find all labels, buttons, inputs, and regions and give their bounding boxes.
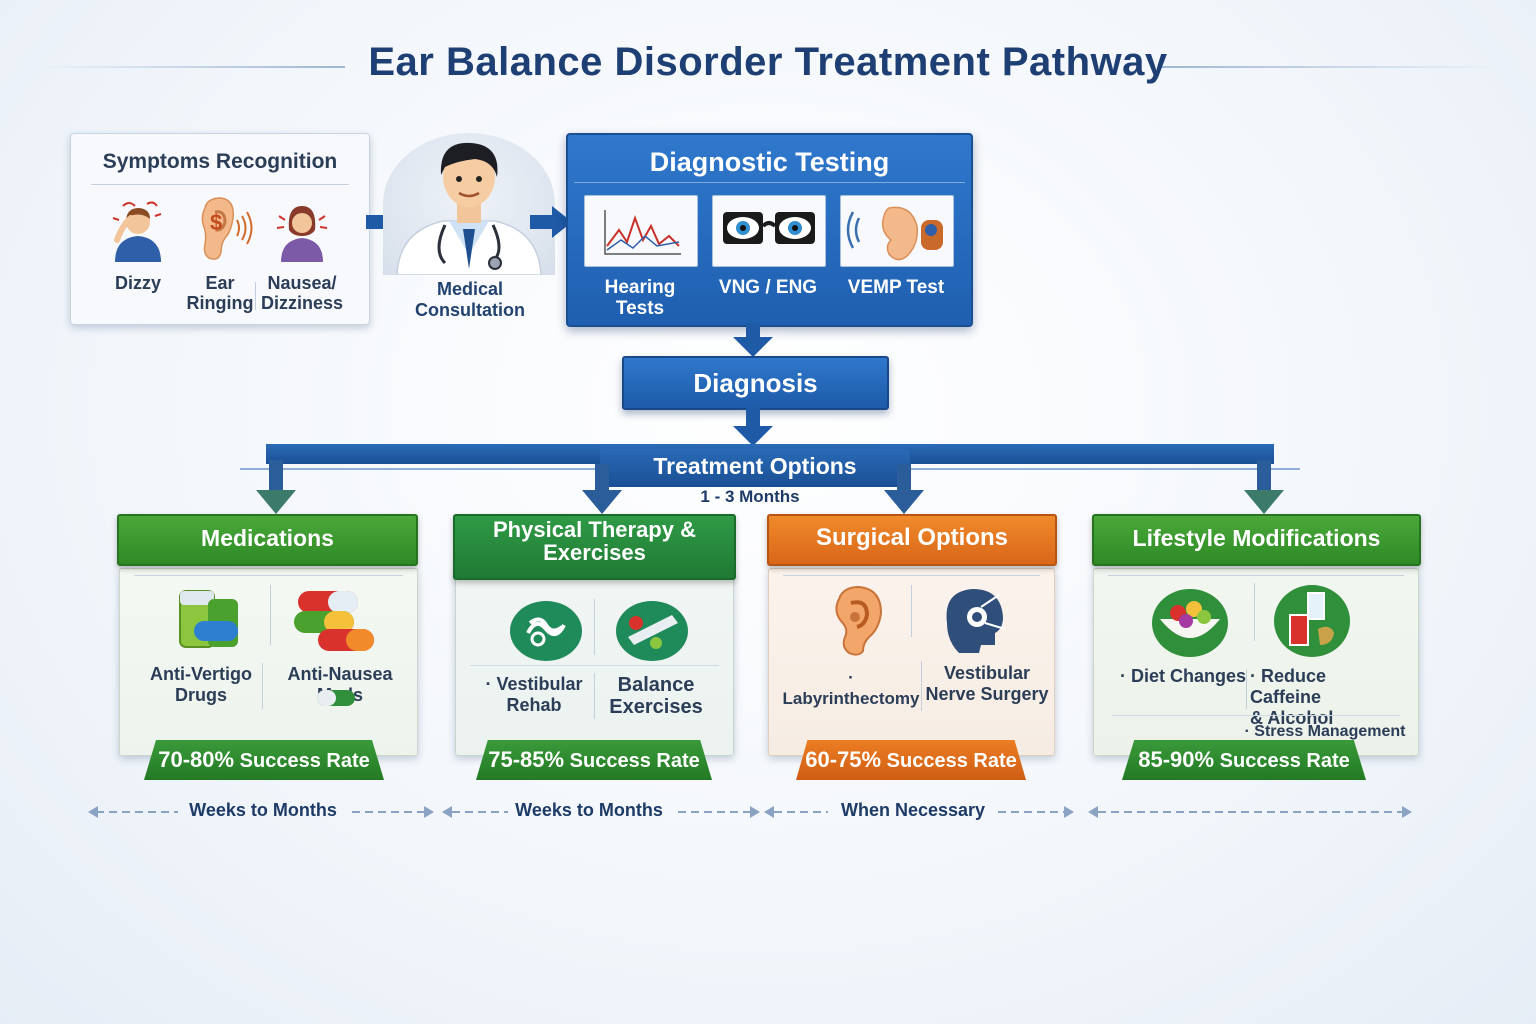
treatment-item: · Diet Changes xyxy=(1119,666,1247,686)
capsules-icon xyxy=(294,591,374,651)
symptom-ear-ringing: $ Ear Ringing xyxy=(175,194,265,313)
test-label: VEMP Test xyxy=(847,277,945,298)
timeline-physical-therapy: Weeks to Months xyxy=(515,800,663,820)
treatment-item: · Stress Management xyxy=(1244,723,1406,740)
svg-text:$: $ xyxy=(210,210,222,235)
flow-arrow xyxy=(733,323,773,357)
symptoms-header: Symptoms Recognition xyxy=(102,150,338,173)
divider xyxy=(783,575,1040,576)
success-rate-badge: 85-90% Success Rate xyxy=(1122,740,1366,780)
head-nerve-icon xyxy=(946,589,1006,653)
drinks-icon xyxy=(1274,585,1350,657)
title-rule-right xyxy=(1158,66,1498,68)
card-lifestyle-modifications: · Diet Changes · Reduce Caffeine & Alcoh… xyxy=(1093,568,1419,756)
success-rate-label: Success Rate xyxy=(1219,750,1350,772)
capsule-icon xyxy=(317,690,355,706)
success-rate-label: Success Rate xyxy=(569,750,700,772)
symptom-label: Ear Ringing xyxy=(186,273,254,313)
branch-arrow xyxy=(582,464,622,514)
divider xyxy=(594,599,595,655)
success-rate-value: 70-80% xyxy=(158,747,235,772)
divider xyxy=(1108,575,1404,576)
divider xyxy=(1246,669,1247,709)
test-label: VNG / ENG xyxy=(718,277,818,298)
title-rule-left xyxy=(40,66,345,68)
branch-arrow xyxy=(256,460,296,514)
divider xyxy=(255,282,256,310)
test-vng-eng: VNG / ENG xyxy=(712,195,826,298)
audiogram-icon xyxy=(604,210,681,255)
symptom-label: Nausea/ Dizziness xyxy=(260,273,344,313)
success-rate-badge: 60-75% Success Rate xyxy=(796,740,1026,780)
symptoms-card: Symptoms Recognition Dizzy $ Ear Ringing xyxy=(70,133,370,325)
divider xyxy=(470,665,719,666)
divider xyxy=(911,585,912,637)
page-title: Ear Balance Disorder Treatment Pathway xyxy=(368,40,1168,84)
treatment-item: · Reduce Caffeine & Alcohol xyxy=(1250,666,1334,728)
symptom-nausea: Nausea/ Dizziness xyxy=(257,194,347,313)
ear-icon xyxy=(835,585,883,656)
symptom-dizzy: Dizzy xyxy=(93,194,183,293)
divider xyxy=(262,663,263,709)
success-rate-label: Success Rate xyxy=(886,750,1017,772)
card-surgical-options: · Labyrinthectomy Vestibular Nerve Surge… xyxy=(768,568,1055,756)
diagnosis-box: Diagnosis xyxy=(622,356,889,410)
success-rate-value: 60-75% xyxy=(805,747,882,772)
consultation-label: Medical Consultation xyxy=(415,279,525,320)
test-vemp: VEMP Test xyxy=(840,195,954,298)
timeline-medications: Weeks to Months xyxy=(189,800,337,820)
consultation-portrait xyxy=(383,133,555,275)
fruit-bowl-icon xyxy=(1152,589,1228,657)
flow-arrow xyxy=(733,406,773,446)
treatment-item: · Labyrinthectomy xyxy=(782,668,920,708)
divider xyxy=(134,575,403,576)
ear-sound-icon xyxy=(846,206,943,261)
flow-arrow xyxy=(530,206,572,238)
card-medications: Anti-Vertigo Drugs Anti-Nausea Meds xyxy=(119,568,418,756)
divider xyxy=(91,184,349,185)
treatment-options-label: Treatment Options xyxy=(600,449,910,487)
success-rate-label: Success Rate xyxy=(239,750,370,772)
vestibular-icon xyxy=(510,601,582,661)
branch-arrow xyxy=(884,464,924,514)
divider xyxy=(1254,583,1255,641)
diagnostic-header: Diagnostic Testing xyxy=(649,147,890,177)
balance-board-icon xyxy=(616,601,688,661)
test-label: Hearing Tests xyxy=(604,277,676,319)
diagnostic-testing-panel: Diagnostic Testing Hearing Tests VNG / E… xyxy=(566,133,973,327)
treatment-item: Vestibular Nerve Surgery xyxy=(925,663,1049,704)
success-rate-value: 75-85% xyxy=(488,747,565,772)
treatment-item: Balance Exercises xyxy=(609,674,703,718)
symptom-label: Dizzy xyxy=(114,273,161,293)
doctor-icon xyxy=(396,142,542,275)
branch-arrow xyxy=(1244,460,1284,514)
card-title-physical-therapy: Physical Therapy & Exercises xyxy=(453,514,736,580)
ear-ringing-icon: $ xyxy=(201,197,253,260)
card-title-surgical-options: Surgical Options xyxy=(767,514,1057,566)
card-title-medications: Medications xyxy=(117,514,418,566)
timeline-surgical: When Necessary xyxy=(840,800,986,820)
success-rate-badge: 75-85% Success Rate xyxy=(476,740,712,780)
divider xyxy=(270,585,271,645)
nauseous-person-icon xyxy=(276,206,328,262)
divider xyxy=(921,661,922,711)
treatment-duration: 1 - 3 Months xyxy=(700,487,800,506)
pill-bottle-icon xyxy=(179,590,238,648)
divider xyxy=(1112,715,1400,716)
success-rate-badge: 70-80% Success Rate xyxy=(144,740,384,780)
divider xyxy=(594,673,595,719)
timeline-arrows xyxy=(88,806,1412,818)
card-physical-therapy: · Vestibular Rehab Balance Exercises xyxy=(455,568,734,756)
eyes-goggles-icon xyxy=(723,212,815,244)
treatment-item: · Vestibular Rehab xyxy=(485,674,583,715)
dizzy-person-icon xyxy=(112,201,162,262)
success-rate-value: 85-90% xyxy=(1138,747,1215,772)
divider xyxy=(574,182,965,183)
card-title-lifestyle-modifications: Lifestyle Modifications xyxy=(1092,514,1421,566)
treatment-item: Anti-Vertigo Drugs xyxy=(150,664,252,705)
test-hearing: Hearing Tests xyxy=(584,195,698,319)
